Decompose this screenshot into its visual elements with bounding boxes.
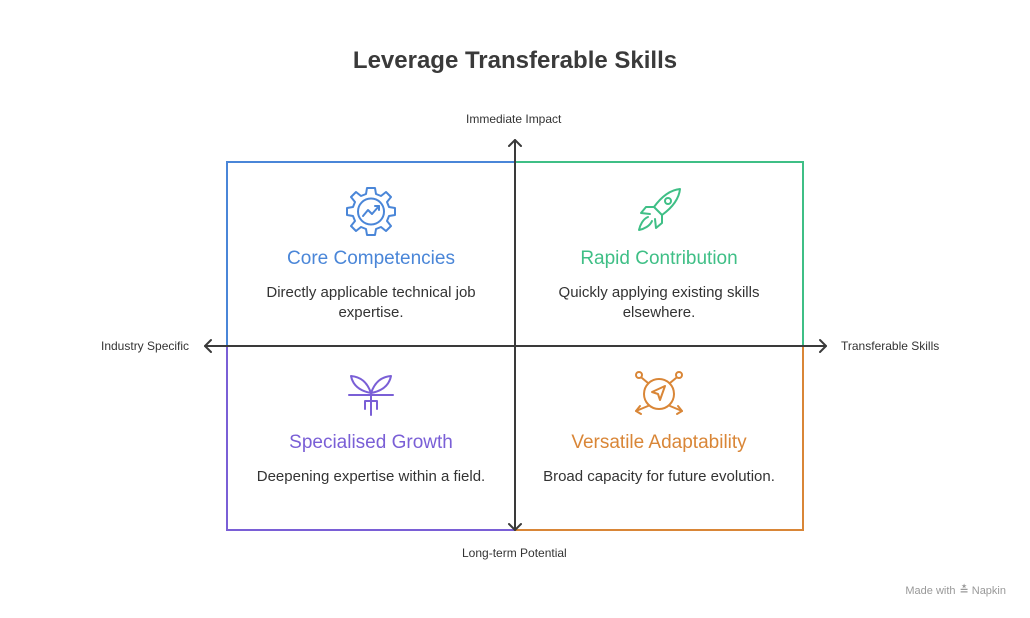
axis-label-bottom: Long-term Potential — [462, 546, 567, 560]
credit[interactable]: Made with≛Napkin — [905, 584, 1006, 597]
axis-arrow-left — [204, 339, 212, 353]
axis-label-right: Transferable Skills — [841, 339, 940, 353]
axis-label-top: Immediate Impact — [466, 112, 562, 126]
quadrant-desc-versatile-adaptability: Broad capacity for future evolution. — [543, 468, 775, 485]
rocket-icon — [638, 188, 681, 231]
sprout-icon — [348, 375, 394, 416]
quadrant-title-rapid-contribution: Rapid Contribution — [580, 248, 738, 269]
axis-arrow-up — [508, 139, 522, 147]
axis-label-left: Industry Specific — [101, 339, 190, 353]
quadrant-desc-rapid-contribution: Quickly applying existing skills elsewhe… — [558, 284, 760, 321]
quadrant-title-versatile-adaptability: Versatile Adaptability — [571, 432, 747, 453]
gear-chart-icon — [346, 187, 396, 236]
napkin-logo-icon: ≛ — [959, 585, 969, 597]
quadrant-title-core-competencies: Core Competencies — [287, 248, 455, 269]
axis-arrow-right — [819, 339, 827, 353]
page-title: Leverage Transferable Skills — [352, 47, 678, 74]
quadrant-title-specialised-growth: Specialised Growth — [289, 432, 453, 453]
quadrant-desc-specialised-growth: Deepening expertise within a field. — [256, 468, 486, 485]
compass-arrows-icon — [635, 371, 683, 415]
credit-brand: Napkin — [971, 585, 1006, 597]
credit-prefix: Made with — [905, 585, 956, 597]
quadrant-desc-core-competencies: Directly applicable technical job expert… — [266, 284, 476, 321]
axis-arrow-down — [508, 523, 522, 531]
